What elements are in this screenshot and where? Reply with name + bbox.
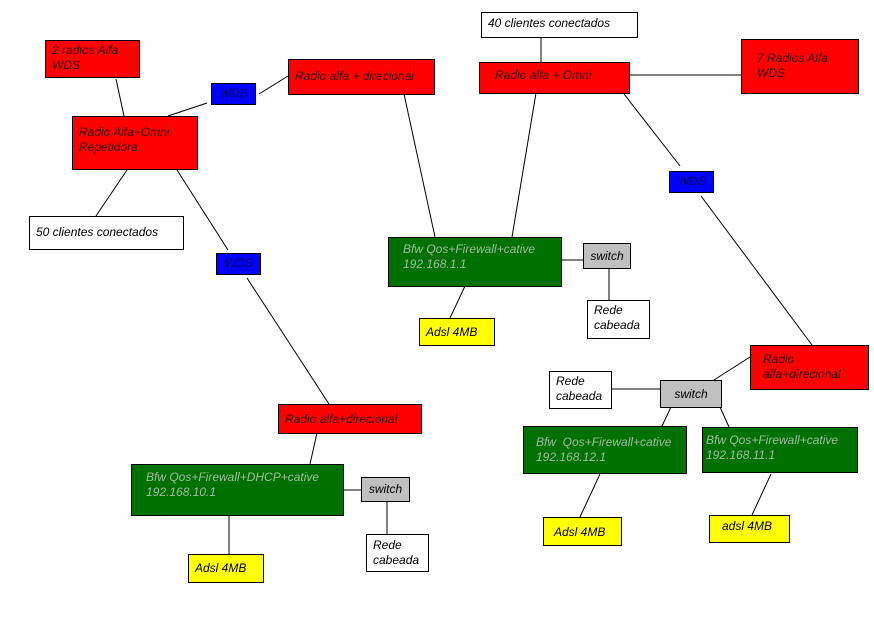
adsl-1: Adsl 4MB — [419, 318, 495, 346]
bfw-router-11: Bfw Qos+Firewall+cative 192.168.11.1 — [702, 427, 858, 473]
link — [176, 169, 229, 251]
link — [713, 356, 751, 381]
adsl-4: Adsl 4MB — [188, 554, 264, 583]
radio-direcional-node-3: Radio alfa+direcional — [278, 404, 422, 434]
radios-7-wds-node: 7 Radios Alfa WDS — [741, 39, 859, 94]
wds-label-2: WDS — [216, 253, 261, 275]
adsl-2: Adsl 4MB — [543, 517, 622, 546]
wds-label-1: WDS — [211, 83, 256, 105]
rede-cabeada-2: Rede cabeada — [549, 371, 612, 409]
radio-omni-node: Radio alfa + Omni — [479, 62, 630, 94]
switch-3: switch — [361, 477, 410, 502]
switch-2: switch — [660, 380, 722, 408]
bfw-router-10: Bfw Qos+Firewall+DHCP+cative 192.168.10.… — [131, 464, 344, 516]
bfw-router-1: Bfw Qos+Firewall+cative 192.168.1.1 — [388, 237, 562, 287]
link — [579, 473, 601, 518]
radio-omni-repetidora-node: Radio Alfa+Omni Repetidora — [72, 116, 198, 170]
clientes-40-node: 40 clientes conectados — [481, 12, 638, 38]
link — [719, 406, 730, 428]
clientes-50-node: 50 clientes conectados — [29, 216, 184, 250]
radio-direcional-node-1: Radio alfa + direcional — [288, 59, 435, 95]
link — [115, 78, 125, 117]
link — [258, 75, 289, 95]
adsl-3: adsl 4MB — [709, 515, 790, 543]
rede-cabeada-3: Rede cabeada — [366, 534, 429, 572]
link — [623, 93, 681, 167]
link — [403, 93, 436, 238]
link — [511, 92, 537, 238]
link — [246, 277, 330, 405]
bfw-router-12: Bfw Qos+Firewall+cative 192.168.12.1 — [523, 426, 687, 474]
link — [700, 195, 813, 346]
radios-2-wds-node: 2 radios Alfa WDS — [45, 40, 140, 78]
link — [95, 169, 128, 217]
link — [449, 285, 466, 319]
rede-cabeada-1: Rede cabeada — [587, 300, 650, 339]
link — [309, 432, 318, 465]
link — [167, 102, 208, 117]
link — [751, 473, 772, 516]
wds-label-3: WDS — [669, 171, 714, 193]
link — [661, 406, 672, 427]
switch-1: switch — [583, 243, 631, 269]
radio-direcional-node-2: Radio alfa+direcional — [750, 345, 869, 390]
